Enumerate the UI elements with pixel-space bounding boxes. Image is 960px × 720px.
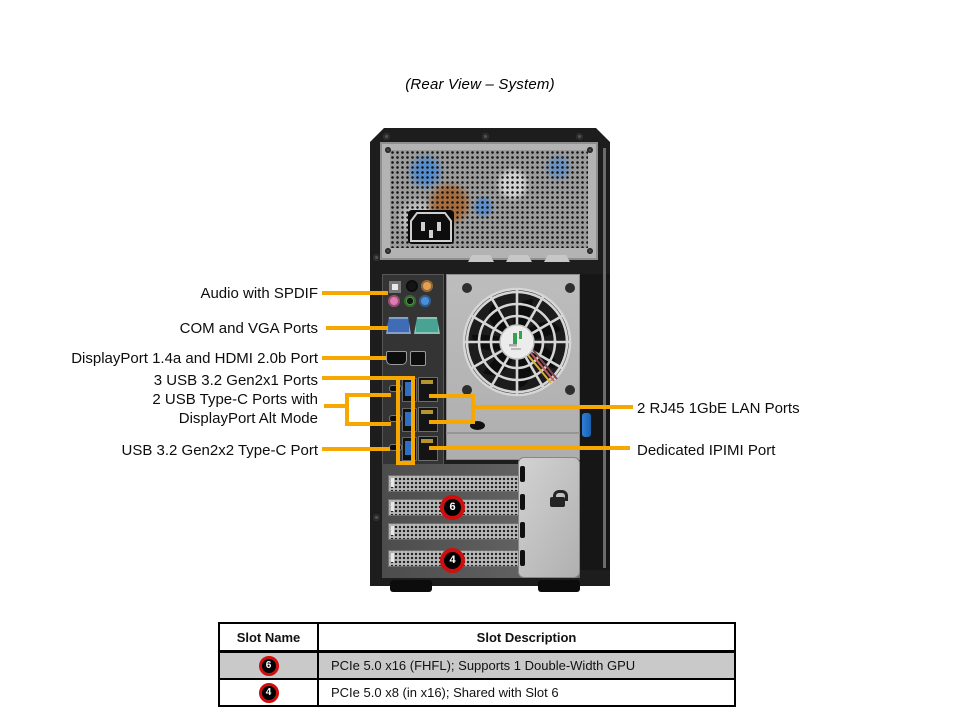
screw-icon	[383, 133, 390, 140]
screw-icon	[462, 385, 472, 395]
screw-icon	[587, 248, 593, 254]
lock-icon	[553, 490, 568, 501]
audio-jack-pink	[388, 295, 400, 307]
screw-icon	[587, 147, 593, 153]
spdif-optical-port	[389, 281, 401, 293]
label-com-vga: COM and VGA Ports	[179, 320, 318, 337]
callout-line-typec-label	[324, 404, 348, 408]
cell-slot-4: 4	[218, 678, 319, 707]
chassis-lock-clip	[582, 413, 591, 437]
table-row: 4 PCIe 5.0 x8 (in x16); Shared with Slot…	[218, 678, 736, 707]
screw-icon	[385, 147, 391, 153]
callout-line-lan-label	[471, 405, 633, 409]
callout-line-typec-1	[345, 393, 391, 397]
screw-icon	[565, 283, 575, 293]
cell-slot-6-description: PCIe 5.0 x16 (FHFL); Supports 1 Double-W…	[317, 650, 736, 680]
slot-description-table: Slot Name Slot Description 6 PCIe 5.0 x1…	[218, 622, 736, 707]
power-supply-panel	[380, 142, 598, 262]
callout-line-audio	[322, 291, 388, 295]
callout-line-com-vga	[326, 326, 388, 330]
audio-jack-blue	[419, 295, 431, 307]
hdmi-port	[386, 351, 407, 365]
screw-icon	[373, 514, 380, 521]
table-header-row: Slot Name Slot Description	[218, 622, 736, 653]
lock-icon	[550, 497, 565, 507]
screw-icon	[462, 283, 472, 293]
callout-line-usb32	[322, 376, 400, 380]
server-rear-view-figure	[370, 128, 610, 594]
psu-vent	[544, 255, 570, 262]
latch-vent	[520, 494, 525, 510]
label-usb-typec-line2: DisplayPort Alt Mode	[178, 410, 318, 427]
cell-slot-4-description: PCIe 5.0 x8 (in x16); Shared with Slot 6	[317, 678, 736, 707]
pcie-slot-cover	[388, 523, 519, 540]
callout-box-usb-ports	[396, 376, 415, 465]
header-slot-description: Slot Description	[317, 622, 736, 653]
screw-icon	[565, 385, 575, 395]
panel-seam	[446, 432, 580, 434]
psu-vent	[506, 255, 532, 262]
latch-vent	[520, 550, 525, 566]
chassis-foot	[538, 580, 580, 592]
chassis-slot-badge-6: 6	[440, 495, 465, 520]
system-fan	[461, 286, 573, 403]
figure-title: (Rear View – System)	[405, 76, 555, 93]
cell-slot-6: 6	[218, 650, 319, 680]
audio-jack-green	[404, 295, 416, 307]
slot-latch-door	[518, 457, 580, 578]
vga-port	[386, 317, 411, 334]
table-row: 6 PCIe 5.0 x16 (FHFL); Supports 1 Double…	[218, 650, 736, 680]
callout-bracket-typec	[345, 393, 349, 426]
label-usb32-gen2x1: 3 USB 3.2 Gen2x1 Ports	[153, 372, 318, 389]
chassis-slot-badge-4: 4	[440, 548, 465, 573]
table-badge-4: 4	[258, 682, 279, 703]
screw-icon	[482, 133, 489, 140]
rj45-lan-port-2	[418, 407, 438, 432]
label-dp-hdmi: DisplayPort 1.4a and HDMI 2.0b Port	[71, 350, 318, 367]
label-usb-typec-line1: 2 USB Type-C Ports with	[152, 391, 318, 408]
callout-line-typec-2	[345, 422, 391, 426]
psu-vent	[468, 255, 494, 262]
label-usb-typec: 2 USB Type-C Ports with DisplayPort Alt …	[152, 390, 318, 428]
fan-panel	[446, 274, 580, 460]
screw-icon	[576, 133, 583, 140]
usb-type-c-port-2	[389, 415, 402, 422]
label-rj45-lan: 2 RJ45 1GbE LAN Ports	[637, 400, 800, 417]
displayport	[410, 351, 426, 366]
callout-line-gen2x2	[322, 447, 390, 451]
screw-icon	[373, 254, 380, 261]
psu-mesh-grille	[390, 150, 588, 248]
label-usb32-gen2x2: USB 3.2 Gen2x2 Type-C Port	[121, 442, 319, 459]
header-slot-name: Slot Name	[218, 622, 319, 653]
callout-line-lan1	[429, 394, 475, 398]
com-port	[414, 317, 440, 334]
usb-type-c-port-1	[389, 385, 402, 392]
rj45-lan-port-1	[418, 377, 438, 402]
latch-vent	[520, 466, 525, 482]
anchor-hole	[470, 421, 485, 430]
latch-vent	[520, 522, 525, 538]
table-badge-6: 6	[258, 655, 279, 676]
callout-bracket-lan	[471, 394, 475, 424]
chassis-foot	[390, 580, 432, 592]
callout-line-dp-hdmi	[322, 356, 386, 360]
ac-power-inlet	[408, 210, 454, 244]
callout-line-ipmi	[429, 446, 630, 450]
callout-line-lan2	[429, 420, 475, 424]
chassis-edge-highlight	[603, 148, 606, 568]
audio-jack-black	[406, 280, 418, 292]
pcie-slot-cover	[388, 475, 519, 492]
label-audio-spdif: Audio with SPDIF	[200, 285, 318, 302]
label-ipmi-port: Dedicated IPIMI Port	[637, 442, 776, 459]
screw-icon	[385, 248, 391, 254]
audio-jack-orange	[421, 280, 433, 292]
ipmi-lan-port	[418, 436, 438, 461]
